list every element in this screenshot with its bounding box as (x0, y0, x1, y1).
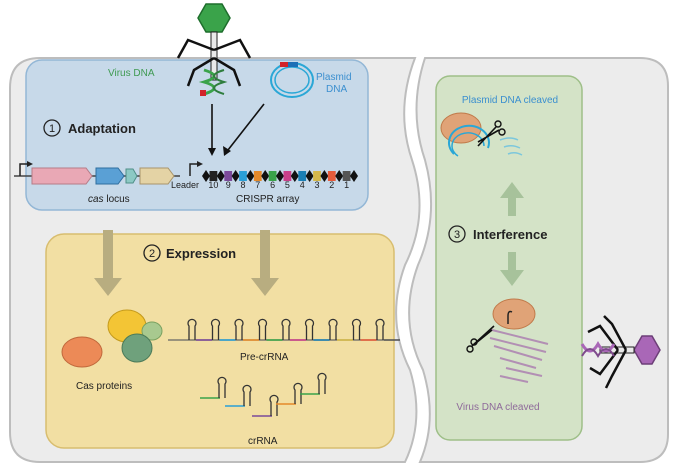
phage-top-icon (176, 3, 252, 96)
pre-crrna-hairpin (187, 318, 197, 340)
crispr-spacer (268, 171, 277, 181)
expression-panel (45, 233, 395, 449)
crispr-repeat (231, 170, 240, 182)
crispr-array-label: CRISPR array (236, 194, 299, 205)
crispr-repeat (261, 170, 270, 182)
crispr-spacer (239, 171, 247, 181)
pre-crrna-hairpin (281, 318, 291, 340)
pre-crrna-strand (168, 318, 400, 341)
phage-right-icon (580, 315, 661, 389)
plasmid-dna-label-1: Plasmid (316, 72, 352, 83)
crispr-spacer (253, 171, 262, 181)
crispr-number: 8 (240, 180, 245, 190)
crispr-spacer (298, 171, 307, 181)
expression-arrow-right (251, 230, 279, 296)
plasmid-icon (270, 62, 314, 98)
crrna-hairpin (293, 382, 303, 404)
cas-proteins-icon (61, 309, 163, 368)
crispr-number: 9 (226, 180, 231, 190)
pre-crrna-hairpin (210, 318, 221, 340)
crispr-number: 4 (300, 180, 305, 190)
crispr-number: 3 (314, 180, 319, 190)
crispr-spacer (342, 171, 351, 181)
pre-crrna-hairpin (328, 318, 338, 340)
crispr-repeat (320, 170, 329, 182)
crrna-hairpin (217, 376, 227, 398)
virus-dna-label: Virus DNA (108, 68, 155, 79)
crispr-number: 2 (329, 180, 334, 190)
plasmid-dna-label-2: DNA (326, 84, 347, 95)
expression-number: 2 (149, 248, 155, 260)
crispr-number: 6 (270, 180, 275, 190)
crispr-number: 5 (285, 180, 290, 190)
crrna-hairpin (242, 384, 252, 406)
plasmid-cleaved-label: Plasmid DNA cleaved (462, 95, 558, 106)
cas-locus (14, 161, 203, 185)
pre-crrna-hairpin (304, 318, 315, 340)
pre-crrna-hairpin (351, 318, 362, 340)
interference-up-arrow (500, 182, 524, 216)
cas-locus-label: cas locus (88, 194, 130, 205)
leader-label: Leader (171, 180, 199, 190)
crispr-spacer (327, 171, 336, 181)
pre-crrna-hairpin (257, 318, 268, 340)
crispr-repeat (290, 170, 299, 182)
interference-number: 3 (454, 229, 460, 241)
crispr-spacer (209, 171, 218, 181)
pre-crrna-label: Pre-crRNA (240, 352, 289, 363)
crispr-repeat (305, 170, 314, 182)
crispr-repeat (276, 170, 284, 182)
crrna-label: crRNA (248, 436, 278, 447)
crispr-repeat (202, 170, 210, 182)
interference-down-arrow (500, 252, 524, 286)
crispr-spacer (224, 171, 233, 181)
virus-cleaved-label: Virus DNA cleaved (456, 402, 539, 413)
cas-proteins-label: Cas proteins (76, 381, 132, 392)
crrna-pieces (200, 372, 327, 417)
crispr-spacer (313, 171, 321, 181)
crispr-spacer (283, 171, 292, 181)
virus-cleavage-icon (489, 298, 549, 383)
adaptation-number: 1 (49, 123, 55, 135)
crispr-number: 7 (255, 180, 260, 190)
crispr-repeat (335, 170, 344, 182)
scissors-top-icon (477, 120, 506, 147)
plasmid-cleavage-icon (440, 112, 523, 157)
crispr-repeat (350, 170, 358, 182)
crispr-repeat (216, 170, 225, 182)
pre-crrna-hairpin (375, 318, 385, 340)
expression-arrow-left (94, 230, 122, 296)
crispr-number: 1 (344, 180, 349, 190)
crispr-number: 10 (208, 180, 218, 190)
adaptation-title: Adaptation (68, 121, 136, 136)
interference-title: Interference (473, 227, 547, 242)
crrna-hairpin (317, 372, 327, 394)
pre-crrna-hairpin (234, 318, 244, 340)
crispr-array (202, 170, 358, 182)
crispr-repeat (246, 170, 255, 182)
expression-title: Expression (166, 246, 236, 261)
scissors-bottom-icon (466, 325, 495, 353)
crrna-hairpin (269, 394, 279, 416)
